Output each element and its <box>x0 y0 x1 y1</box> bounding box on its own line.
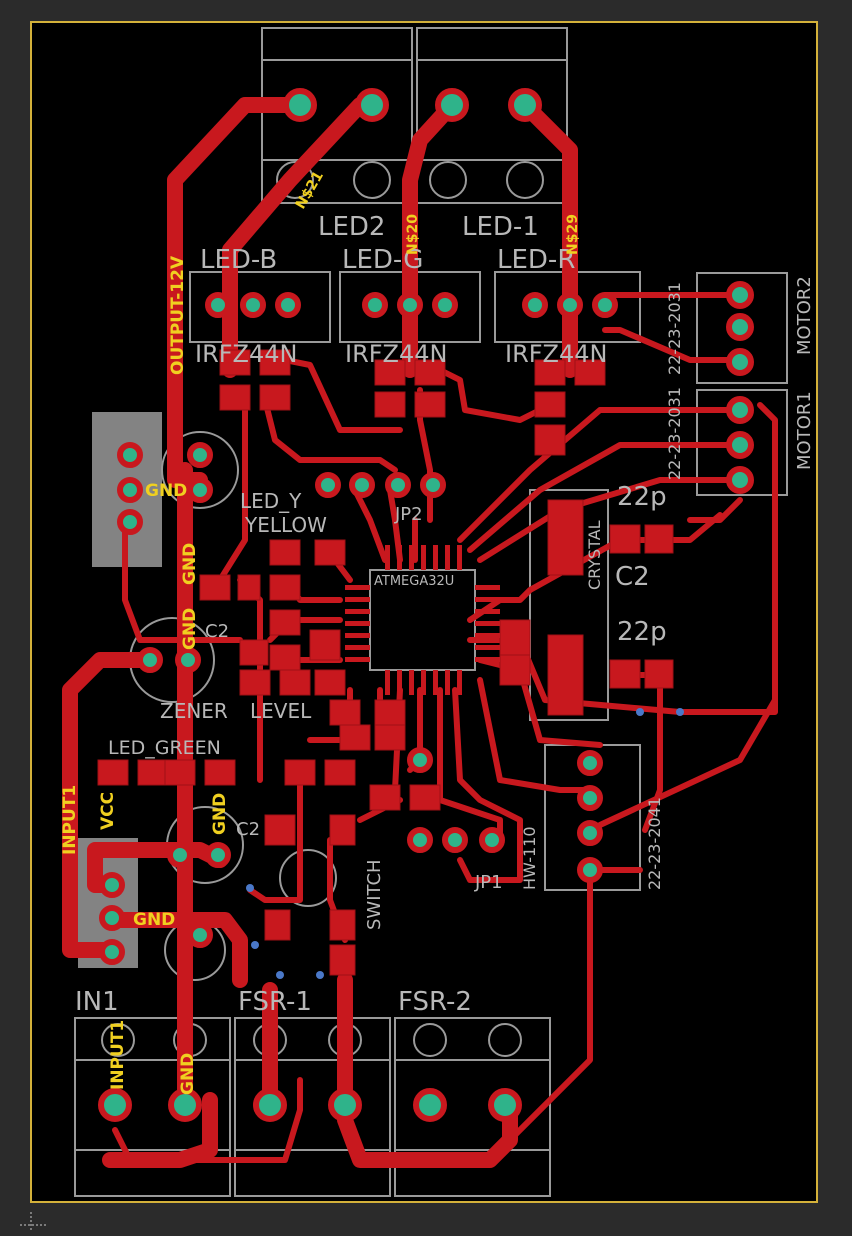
label-led-green: LED_GREEN <box>108 737 221 759</box>
crystal-pad-bottom <box>547 634 584 716</box>
net-gnd-5: GND <box>133 910 175 930</box>
label-atmega: ATMEGA32U <box>374 574 454 589</box>
net-gnd-1: GND <box>145 481 187 501</box>
terminal-block-led1 <box>416 27 568 204</box>
label-zener: ZENER <box>160 699 228 723</box>
net-gnd-2: GND <box>180 543 200 585</box>
net-gnd-6: GND <box>178 1053 198 1095</box>
label-code1: 22-23-2031 <box>665 387 684 480</box>
label-level: LEVEL <box>250 699 312 723</box>
label-hw110: HW-110 <box>520 826 539 890</box>
label-jp1: JP1 <box>474 872 503 893</box>
label-22p-bottom: 22p <box>617 617 667 647</box>
smd-pads <box>97 349 674 976</box>
label-motor1: MOTOR1 <box>794 391 815 470</box>
label-fsr2: FSR-2 <box>398 987 472 1017</box>
label-motor2: MOTOR2 <box>794 276 815 355</box>
terminal-block-fsr1 <box>234 1017 391 1197</box>
through-hole-pads <box>98 88 754 1122</box>
terminal-block-led2 <box>261 27 413 204</box>
net-gnd-4: GND <box>210 793 230 835</box>
label-led-b: LED-B <box>200 245 277 275</box>
label-in1: IN1 <box>75 987 119 1017</box>
silk-text: LED2 LED-1 LED-B LED-G LED-R IRFZ44N IRF… <box>75 212 815 1017</box>
label-led-yellow: LED_Y <box>240 489 302 513</box>
label-code3: 22-23-2041 <box>645 797 664 890</box>
board-outline <box>30 21 818 1203</box>
label-irfz-g: IRFZ44N <box>345 340 448 368</box>
label-22p-top: 22p <box>617 482 667 512</box>
label-yellow: YELLOW <box>244 513 327 537</box>
label-switch: SWITCH <box>364 859 385 930</box>
label-fsr1: FSR-1 <box>238 987 312 1017</box>
net-labels: OUTPUT-12V GND GND GND GND GND GND INPUT… <box>60 169 581 1095</box>
origin-marker <box>20 1212 46 1232</box>
label-crystal: CRYSTAL <box>585 520 604 590</box>
mosfet-outline-b <box>189 271 331 343</box>
net-n320: N$20 <box>405 214 421 255</box>
label-irfz-r: IRFZ44N <box>505 340 608 368</box>
motor2-outline <box>696 272 788 384</box>
net-n329: N$29 <box>565 214 581 255</box>
crystal-outline <box>529 489 609 721</box>
label-led-r: LED-R <box>497 245 575 275</box>
label-code2: 22-23-2031 <box>665 282 684 375</box>
label-led1: LED-1 <box>462 212 539 242</box>
crystal-pad-top <box>547 499 584 576</box>
label-led-g: LED-G <box>342 245 423 275</box>
terminal-block-fsr2 <box>394 1017 551 1197</box>
via-markers <box>246 708 684 979</box>
label-irfz-b: IRFZ44N <box>195 340 298 368</box>
net-gnd-3: GND <box>180 608 200 650</box>
label-jp2: JP2 <box>394 504 423 525</box>
label-c2-bottom: C2 <box>236 819 260 840</box>
terminal-block-in1 <box>74 1017 231 1197</box>
net-input1-b: INPUT1 <box>108 1020 128 1090</box>
net-output12v: OUTPUT-12V <box>168 255 188 375</box>
label-c2-top: C2 <box>615 562 650 592</box>
net-input1-a: INPUT1 <box>60 785 80 855</box>
label-c2-left: C2 <box>205 621 229 642</box>
net-vcc: VCC <box>98 792 118 830</box>
label-led2: LED2 <box>318 212 385 242</box>
